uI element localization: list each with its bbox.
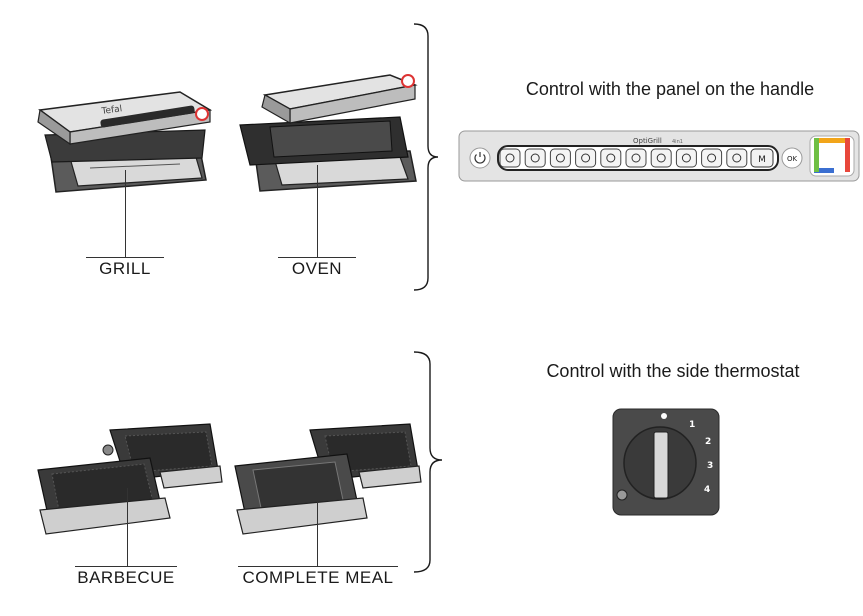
top-bracket <box>413 23 439 291</box>
thermostat-knob-grip[interactable] <box>653 431 669 499</box>
barbecue-leader-line <box>127 488 128 566</box>
grill-brand-logo: Tefal <box>100 104 123 117</box>
thermostat-position-2: 2 <box>705 437 711 447</box>
oven-leader-line <box>317 165 318 257</box>
thermostat-off-marker <box>661 413 667 419</box>
vegetable-icon[interactable] <box>726 148 748 168</box>
svg-text:M: M <box>758 155 766 165</box>
snowflake-icon[interactable] <box>499 148 521 168</box>
burger-bun-icon[interactable] <box>524 148 546 168</box>
complete-meal-label-underline <box>238 566 398 567</box>
poultry-icon[interactable] <box>625 148 647 168</box>
thermostat-position-4: 4 <box>704 485 710 495</box>
doneness-indicator <box>809 135 855 177</box>
shrimp-icon[interactable] <box>675 148 697 168</box>
bacon-icon[interactable] <box>600 148 622 168</box>
ok-button[interactable]: OK <box>781 147 803 169</box>
barbecue-mode-illustration <box>37 423 223 535</box>
barbecue-label-underline <box>75 566 177 567</box>
grill-label-underline <box>86 257 164 258</box>
thermostat-position-3: 3 <box>707 461 713 471</box>
handle-control-panel: OptiGrill 4in1 M OK <box>458 130 860 182</box>
grill-leader-line <box>125 170 126 257</box>
burger-icon[interactable] <box>549 148 571 168</box>
grill-label: GRILL <box>99 259 151 278</box>
barbecue-label: BARBECUE <box>77 568 175 587</box>
thermostat-control-heading: Control with the side thermostat <box>546 361 800 381</box>
fish-icon[interactable] <box>650 148 672 168</box>
complete-meal-mode-illustration <box>234 423 422 535</box>
panel-model-suffix: 4in1 <box>672 139 683 145</box>
complete-meal-leader-line <box>317 486 318 566</box>
thermostat-position-1: 1 <box>689 420 695 430</box>
oven-label: OVEN <box>291 259 343 278</box>
panel-brand-text: OptiGrill <box>633 137 662 145</box>
panel-control-heading: Control with the panel on the handle <box>525 79 815 99</box>
side-thermostat: 1 2 3 4 <box>612 408 720 516</box>
grill-mode-illustration: Tefal <box>37 91 213 193</box>
complete-meal-label: COMPLETE MEAL <box>242 568 394 587</box>
indicator-light <box>616 489 628 501</box>
svg-text:OK: OK <box>787 155 798 163</box>
sausage-icon[interactable] <box>575 148 597 168</box>
oven-mode-illustration <box>239 74 418 192</box>
manual-mode-button[interactable]: M <box>750 148 774 168</box>
oven-label-underline <box>278 257 356 258</box>
bottom-bracket <box>413 351 443 573</box>
sandwich-icon[interactable] <box>701 148 723 168</box>
power-button[interactable] <box>469 147 491 169</box>
